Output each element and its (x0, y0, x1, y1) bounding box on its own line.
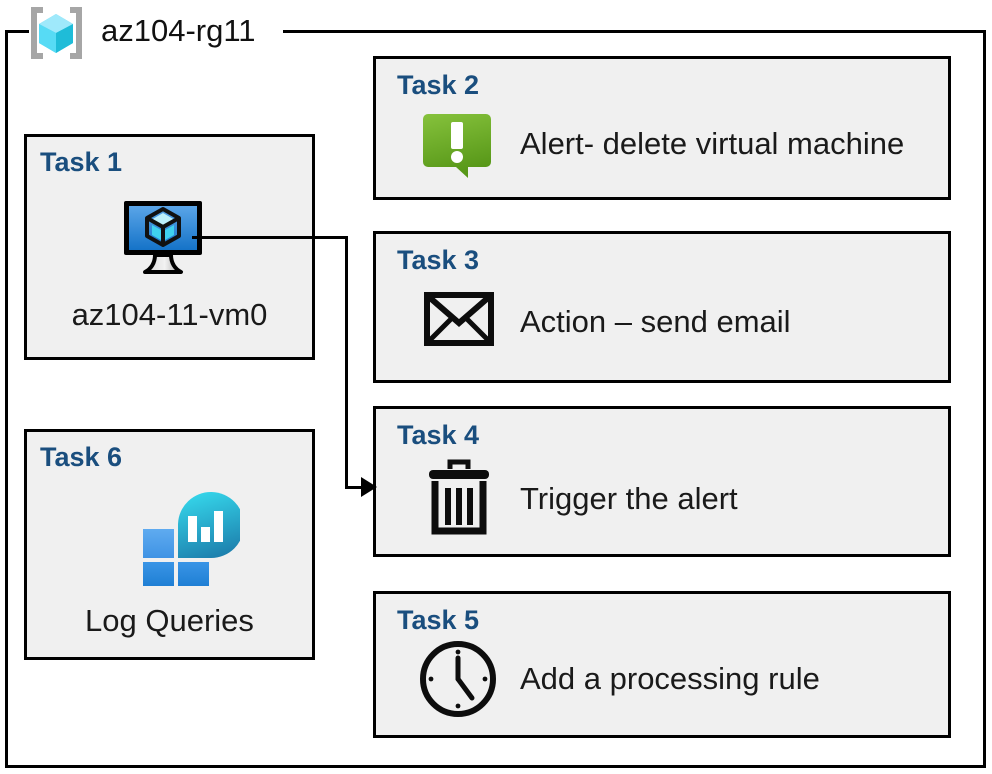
log-analytics-icon (135, 489, 244, 586)
task-card-label: az104-11-vm0 (71, 297, 268, 332)
task-card-label: Action – send email (520, 304, 791, 339)
task-card-task1[interactable]: Task 1 (24, 134, 315, 360)
resource-group-title: az104-rg11 (101, 13, 256, 48)
task-card-task6[interactable]: Task 6 (24, 429, 315, 660)
resource-group-cube-icon (29, 7, 83, 59)
vm-to-trigger-alert-arrowhead-icon (361, 477, 377, 497)
task-card-title: Task 2 (397, 70, 480, 100)
task-card-title: Task 6 (40, 442, 123, 472)
task-card-title: Task 4 (397, 420, 480, 450)
envelope-icon (424, 292, 494, 346)
task-card-label: Log Queries (85, 603, 254, 638)
clock-icon (418, 639, 498, 719)
resource-group-frame-top-left-stub (5, 30, 29, 33)
task-card-title: Task 3 (397, 245, 480, 275)
resource-group-frame-bottom (5, 765, 986, 768)
alert-speech-bubble-exclamation-icon (418, 110, 496, 180)
resource-group-frame-right (983, 30, 986, 768)
task-card-task2[interactable]: Task 2 Alert- delete virtual machine (373, 56, 951, 200)
task-card-title: Task 1 (40, 147, 123, 177)
trash-can-icon (426, 457, 492, 537)
resource-group-frame-top (283, 30, 986, 33)
task-card-label: Add a processing rule (520, 661, 820, 696)
task-card-label: Alert- delete virtual machine (520, 126, 905, 161)
task-card-task3[interactable]: Task 3 Action – send email (373, 231, 951, 383)
vm-to-trigger-alert-connector-segment-horizontal-top (192, 236, 348, 239)
task-card-label: Trigger the alert (520, 481, 738, 516)
task-card-task4[interactable]: Task 4 Trigger the alert (373, 406, 951, 557)
resource-group-frame-left (5, 30, 8, 768)
vm-to-trigger-alert-connector-segment-horizontal-bottom (345, 486, 367, 489)
task-card-task5[interactable]: Task 5 Add a processing rule (373, 591, 951, 738)
task-card-title: Task 5 (397, 605, 480, 635)
vm-to-trigger-alert-connector-segment-vertical (345, 236, 348, 488)
virtual-machine-icon (121, 199, 209, 281)
